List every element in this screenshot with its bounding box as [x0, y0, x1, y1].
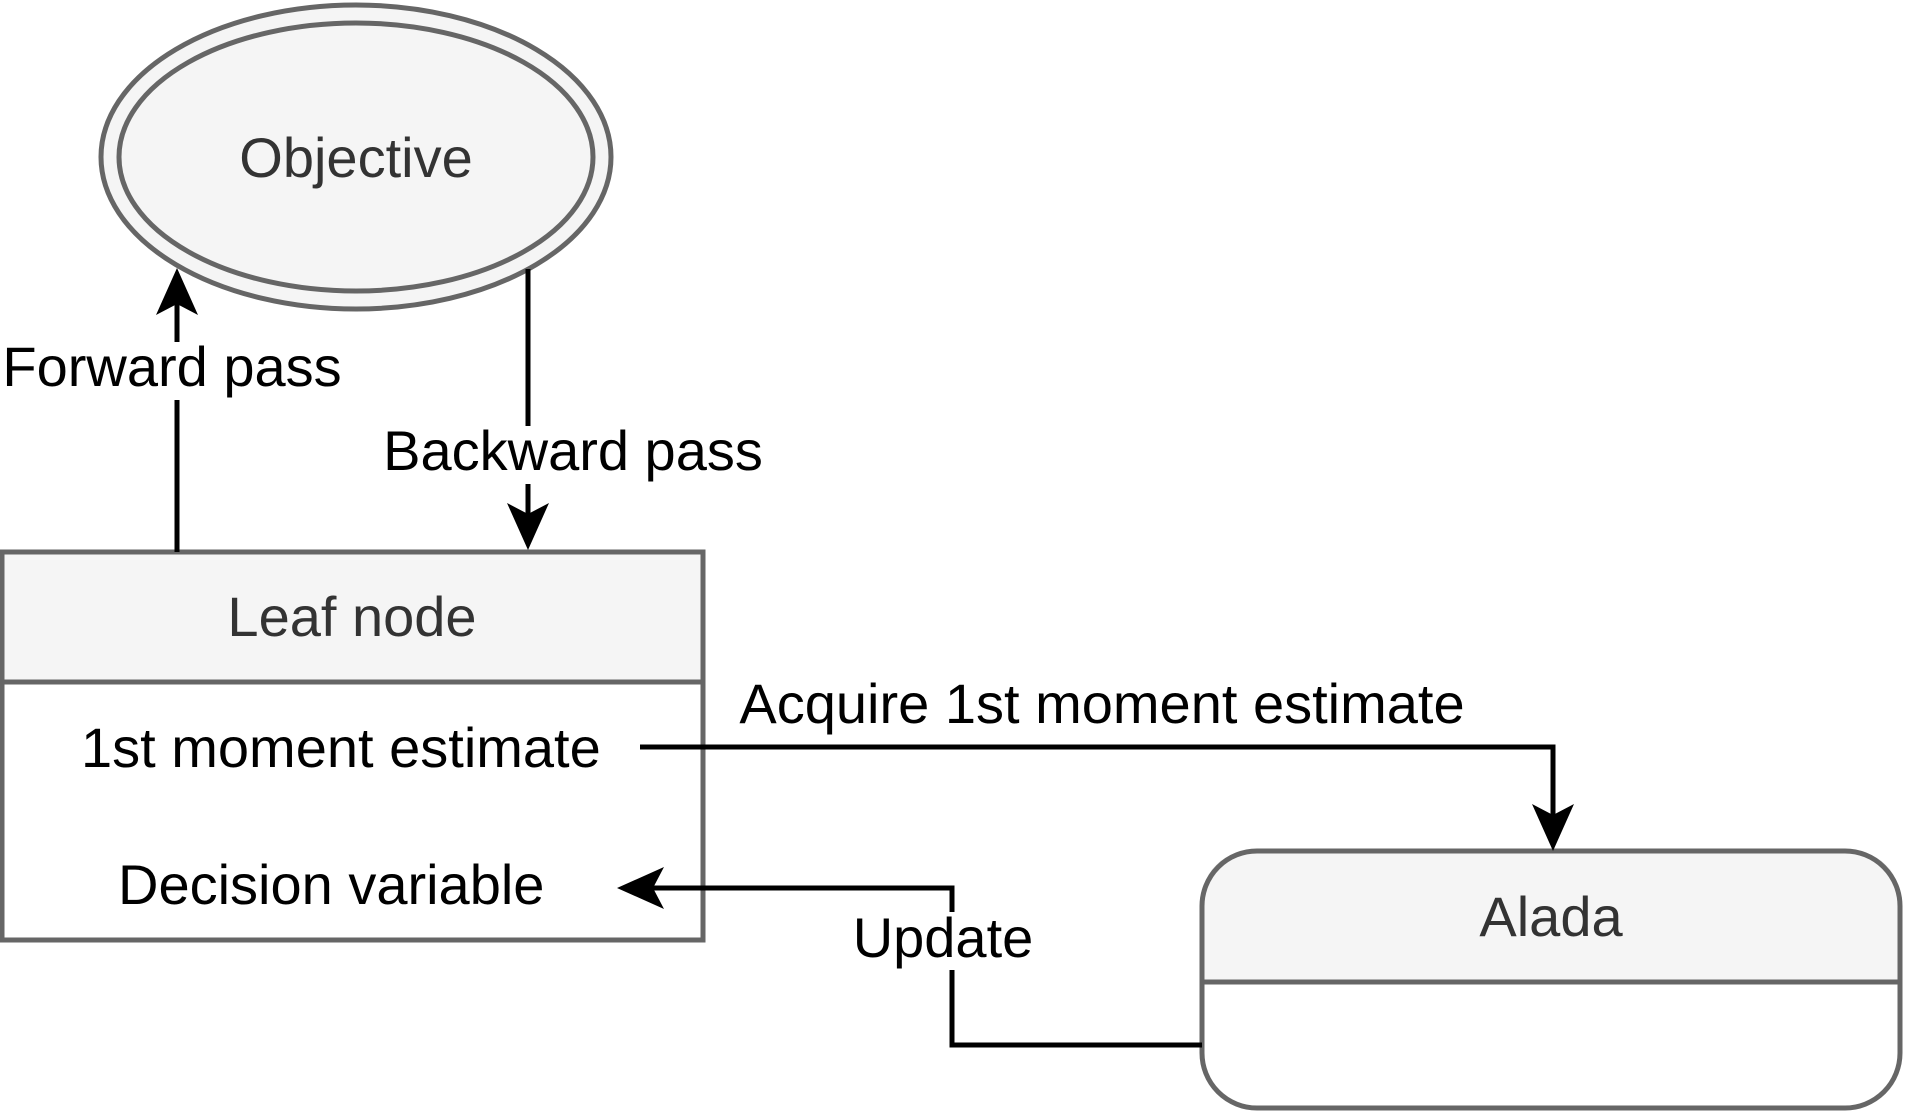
update-label-bg — [852, 912, 1034, 970]
leaf-node-body — [2, 682, 703, 940]
alada-title: Alada — [1479, 885, 1623, 948]
alada-body — [1202, 982, 1900, 1108]
update-label: Update — [853, 906, 1034, 969]
leaf-node: Leaf node 1st moment estimate Decision v… — [0, 549, 706, 943]
arrowhead-left-icon — [617, 867, 664, 909]
arrowhead-down-icon — [507, 503, 549, 550]
leaf-node-row-decision-variable: Decision variable — [118, 853, 544, 916]
forward-pass-label-bg — [0, 342, 345, 400]
alada-header — [1202, 851, 1900, 982]
edge-acquire-line — [640, 744, 1556, 820]
edge-update: Update — [617, 867, 1202, 1048]
backward-pass-label: Backward pass — [383, 419, 763, 482]
arrowhead-down-icon — [1532, 804, 1574, 851]
backward-pass-label-bg — [388, 426, 758, 484]
edge-acquire-1st-moment-estimate: Acquire 1st moment estimate — [640, 672, 1574, 851]
objective-ellipse-inner — [116, 20, 596, 294]
leaf-node-title: Leaf node — [227, 585, 476, 648]
alada-node: Alada — [1199, 848, 1903, 1111]
acquire-1st-moment-estimate-label: Acquire 1st moment estimate — [739, 672, 1464, 735]
edge-forward-pass: Forward pass — [0, 268, 345, 552]
objective-label: Objective — [239, 126, 472, 189]
edge-backward-pass: Backward pass — [383, 269, 763, 550]
arrowhead-up-icon — [156, 268, 198, 315]
forward-pass-label: Forward pass — [2, 335, 341, 398]
objective-ellipse-outer — [98, 2, 614, 312]
leaf-node-row-1st-moment-estimate: 1st moment estimate — [81, 716, 601, 779]
leaf-node-header — [2, 552, 703, 682]
objective-node: Objective — [98, 2, 614, 312]
